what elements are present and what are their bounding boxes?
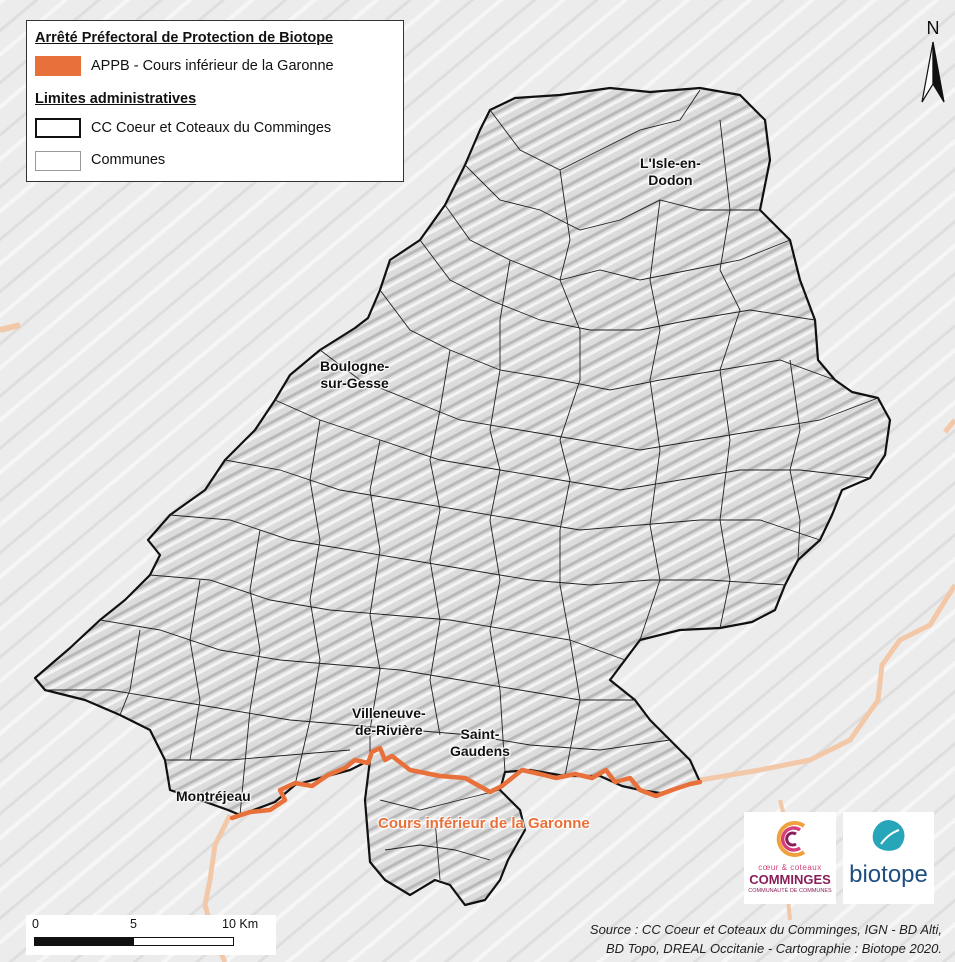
legend-communes-swatch (35, 151, 81, 171)
scale-label-10: 10 Km (222, 917, 259, 931)
place-boulogne-sur-gesse: Boulogne- sur-Gesse (320, 358, 389, 392)
cc-logo-line2: COMMINGES (749, 872, 831, 887)
legend-appb-label: APPB - Cours inférieur de la Garonne (91, 58, 334, 74)
commune-boundaries (45, 89, 879, 881)
legend-heading-admin: Limites administratives (35, 91, 197, 107)
legend-heading-biotope: Arrêté Préfectoral de Protection de Biot… (35, 30, 334, 46)
scale-bar: 0 5 10 Km (26, 915, 276, 955)
north-label: N (926, 18, 940, 38)
legend-appb-swatch (35, 56, 81, 76)
source-credits: Source : CC Coeur et Coteaux du Comminge… (490, 920, 942, 958)
legend-cc-swatch (35, 118, 81, 138)
north-arrow-icon (921, 41, 945, 103)
logos: cœur & coteaux COMMINGES COMMUNAUTÉ DE C… (744, 812, 934, 904)
legend-cc-label: CC Coeur et Coteaux du Comminges (91, 120, 332, 136)
map-legend: Arrêté Préfectoral de Protection de Biot… (26, 20, 404, 182)
biotope-logo-text: biotope (849, 861, 928, 888)
logo-biotope: biotope (843, 812, 934, 904)
place-boulogne-line: Boulogne- sur-Gesse (320, 358, 390, 391)
place-saint-gaudens: Saint- Gaudens (450, 726, 510, 760)
legend-communes-label: Communes (91, 152, 166, 168)
logo-coeur-coteaux-comminges: cœur & coteaux COMMINGES COMMUNAUTÉ DE C… (744, 812, 836, 904)
place-lisle-line: L'Isle-en- Dodon (640, 155, 701, 188)
biotope-leaf-icon (872, 820, 905, 851)
scale-label-0: 0 (32, 917, 39, 931)
source-line-2: BD Topo, DREAL Occitanie - Cartographie … (605, 941, 942, 956)
river-label: Cours inférieur de la Garonne (378, 815, 590, 832)
north-arrow: N (918, 18, 948, 108)
appb-garonne-river (229, 745, 703, 821)
cc-logo-line1: cœur & coteaux (758, 863, 822, 872)
place-lisle-en-dodon: L'Isle-en- Dodon (640, 155, 701, 189)
scale-segment-black (34, 937, 134, 946)
cc-territory (33, 86, 892, 907)
place-villeneuve-line: Villeneuve- de-Rivière (352, 705, 426, 738)
place-montrejeau: Montréjeau (176, 788, 251, 804)
appb-river-outside-east (654, 583, 955, 798)
place-saintgaudens-line: Saint- Gaudens (450, 726, 510, 759)
source-line-1: Source : CC Coeur et Coteaux du Comminge… (589, 922, 942, 937)
scale-segment-white (133, 937, 234, 946)
appb-outside-west (0, 322, 21, 333)
cc-logo-line3: COMMUNAUTÉ DE COMMUNES (748, 888, 832, 894)
scale-label-5: 5 (130, 917, 137, 931)
cc-logo-icon (776, 821, 806, 857)
place-villeneuve-de-riviere: Villeneuve- de-Rivière (352, 705, 426, 739)
appb-river-outside-ne (943, 418, 955, 434)
